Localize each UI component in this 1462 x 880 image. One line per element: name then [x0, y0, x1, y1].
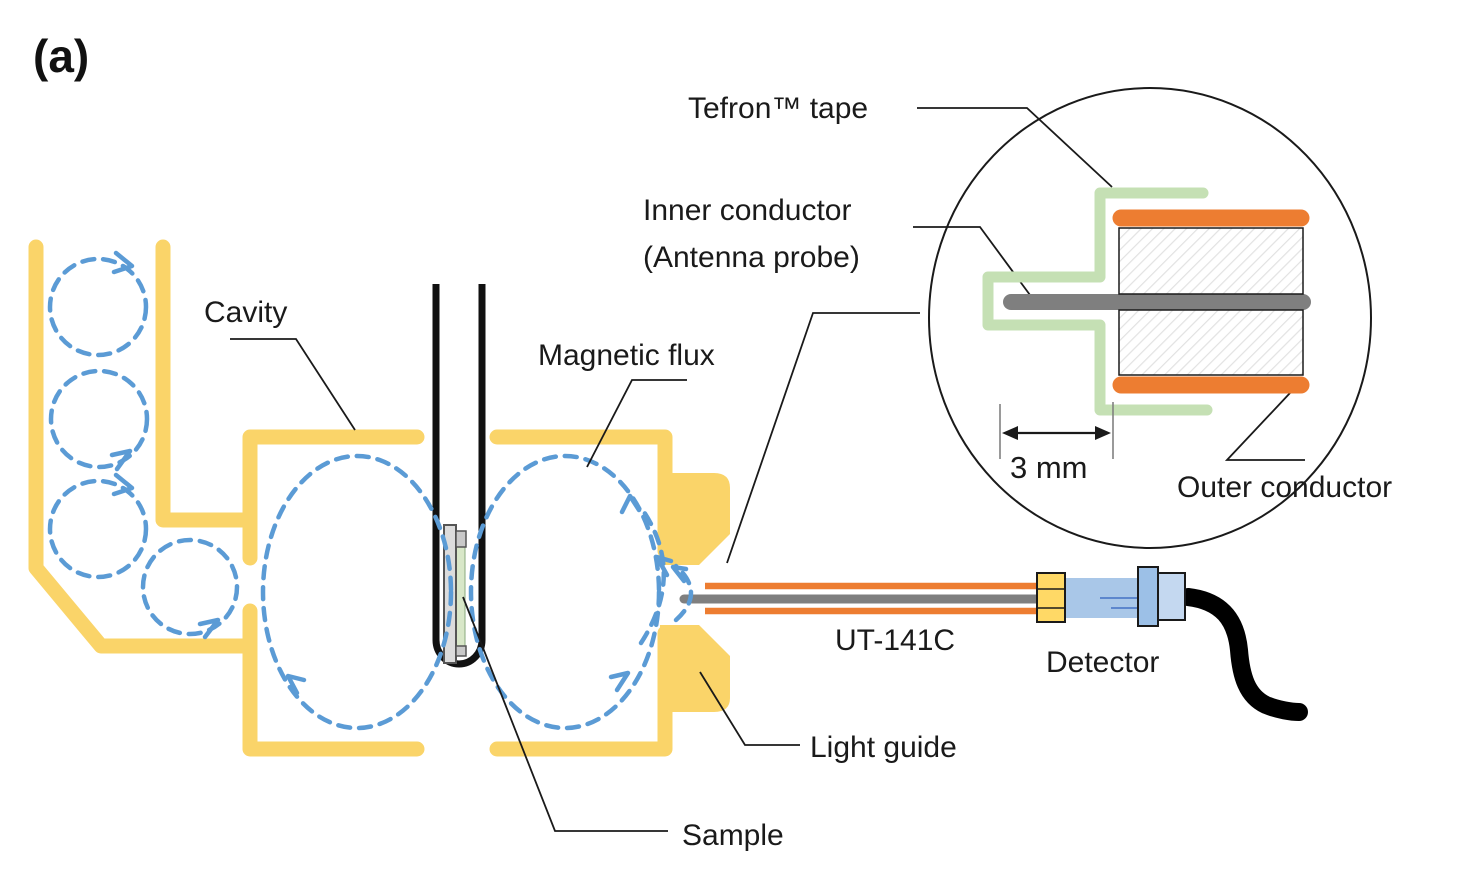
detector-output-cable — [1179, 588, 1308, 721]
flux-arrowhead-2 — [109, 448, 133, 472]
sample-clip-top — [455, 530, 467, 548]
sample-tube — [432, 284, 486, 668]
tefron-tape-label: Tefron™ tape — [688, 92, 868, 125]
coax-and-detector — [679, 566, 1308, 721]
detector-label: Detector — [1046, 646, 1159, 679]
cable-model-label: UT-141C — [835, 624, 955, 657]
flux-arrowhead-right-ellipse-bottom — [608, 670, 631, 693]
inset-to-probe-leader — [726, 312, 920, 564]
flux-arrowhead-3 — [111, 472, 135, 497]
probe-length-label: 3 mm — [1010, 450, 1088, 485]
flux-loop-3 — [47, 478, 149, 580]
cavity-wall-top-right — [489, 429, 673, 559]
cavity-wall-bottom-right — [489, 625, 673, 757]
dielectric-top — [1118, 227, 1304, 295]
inset-circle — [928, 87, 1372, 549]
outer-conductor-leader — [1224, 392, 1305, 461]
detector-nut — [1157, 572, 1186, 621]
sample-leader — [462, 596, 668, 832]
dimension-arrow-left — [1002, 426, 1018, 440]
flux-arrowhead-arc-mid — [654, 554, 674, 578]
cavity-wall-bottom-left — [242, 603, 425, 757]
dimension-arrow-right — [1095, 426, 1111, 440]
flux-arc-tip — [673, 563, 694, 623]
flux-arrowhead-4 — [197, 617, 221, 640]
probe-inset — [726, 87, 1372, 564]
cavity-leader — [230, 338, 356, 431]
dielectric-bottom — [1118, 309, 1304, 376]
flux-arrowhead-arc-tip — [670, 564, 689, 584]
magnetic-flux-lines — [47, 250, 694, 731]
flux-ellipse-left — [260, 453, 454, 731]
panel-label: (a) — [33, 30, 89, 82]
detector-collar — [1137, 566, 1159, 627]
magnetic-flux-label: Magnetic flux — [538, 339, 715, 372]
flux-loop-1 — [47, 256, 149, 358]
waveguide-inner-wall — [155, 239, 256, 528]
tefron-tape-leader — [917, 107, 1113, 188]
light-guide-label: Light guide — [810, 731, 957, 764]
cavity-walls — [242, 429, 730, 757]
sample-label: Sample — [682, 819, 784, 852]
inner-conductor-label-line2: (Antenna probe) — [643, 241, 860, 274]
flux-loop-4 — [140, 537, 240, 637]
flux-loop-2 — [48, 368, 150, 470]
flux-arc-mid — [638, 509, 666, 646]
light-guide-horn-top — [660, 473, 730, 565]
flux-ellipse-right — [468, 453, 662, 731]
cavity-label: Cavity — [204, 296, 287, 329]
leader-lines — [230, 338, 800, 832]
inner-conductor-label-line1: Inner conductor — [643, 194, 851, 227]
light-guide-leader — [699, 671, 800, 746]
cavity-wall-top-left — [242, 429, 425, 566]
detector-connector — [1036, 572, 1066, 623]
sample-tube-group — [432, 284, 486, 668]
dimension-3mm — [999, 402, 1114, 459]
flux-arrowhead-1 — [111, 250, 135, 275]
magnetic-flux-leader — [586, 379, 687, 468]
tefron-tape-shape — [982, 187, 1213, 416]
outer-conductor-label: Outer conductor — [1177, 471, 1392, 504]
text-labels: (a) Cavity Magnetic flux Sample Light gu… — [33, 30, 1392, 852]
light-guide-horn-bottom — [660, 625, 730, 712]
flux-arrowhead-left-ellipse — [285, 673, 307, 696]
flux-arrowhead-right-ellipse-side — [619, 493, 642, 515]
sample-clip-bottom — [455, 645, 467, 657]
waveguide-outer-wall — [28, 239, 256, 654]
waveguide — [28, 239, 256, 654]
